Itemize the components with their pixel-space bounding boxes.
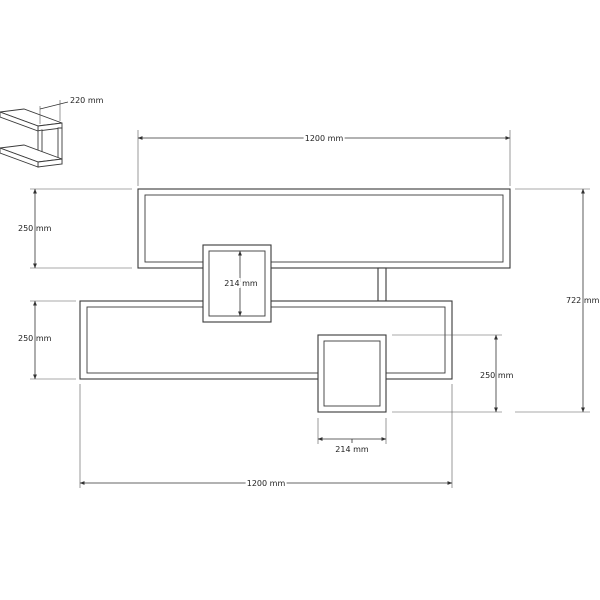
connector-post [377, 267, 387, 302]
upper-cube [202, 244, 272, 323]
bottom-height-label: 250 mm [18, 334, 52, 343]
lower-box-width-dimension [317, 418, 387, 444]
top-height-dimension [30, 188, 132, 269]
bottom-width-dimension [79, 384, 453, 488]
top-height-label: 250 mm [18, 224, 52, 233]
lower-box-width-label: 214 mm [335, 445, 369, 454]
lower-box-height-dimension [392, 334, 502, 413]
depth-label: 220 mm [70, 96, 104, 105]
lower-cube [317, 334, 387, 413]
top-shelf [137, 188, 511, 269]
lower-box-height-label: 250 mm [480, 371, 514, 380]
upper-box-height-label: 214 mm [224, 279, 258, 288]
bottom-width-label: 1200 mm [247, 479, 286, 488]
top-width-label: 1200 mm [305, 134, 344, 143]
depth-detail-illustration [0, 100, 69, 168]
total-height-label: 722 mm [566, 296, 600, 305]
bottom-height-dimension [30, 300, 76, 380]
total-height-dimension [515, 188, 590, 413]
top-width-dimension [137, 130, 511, 186]
